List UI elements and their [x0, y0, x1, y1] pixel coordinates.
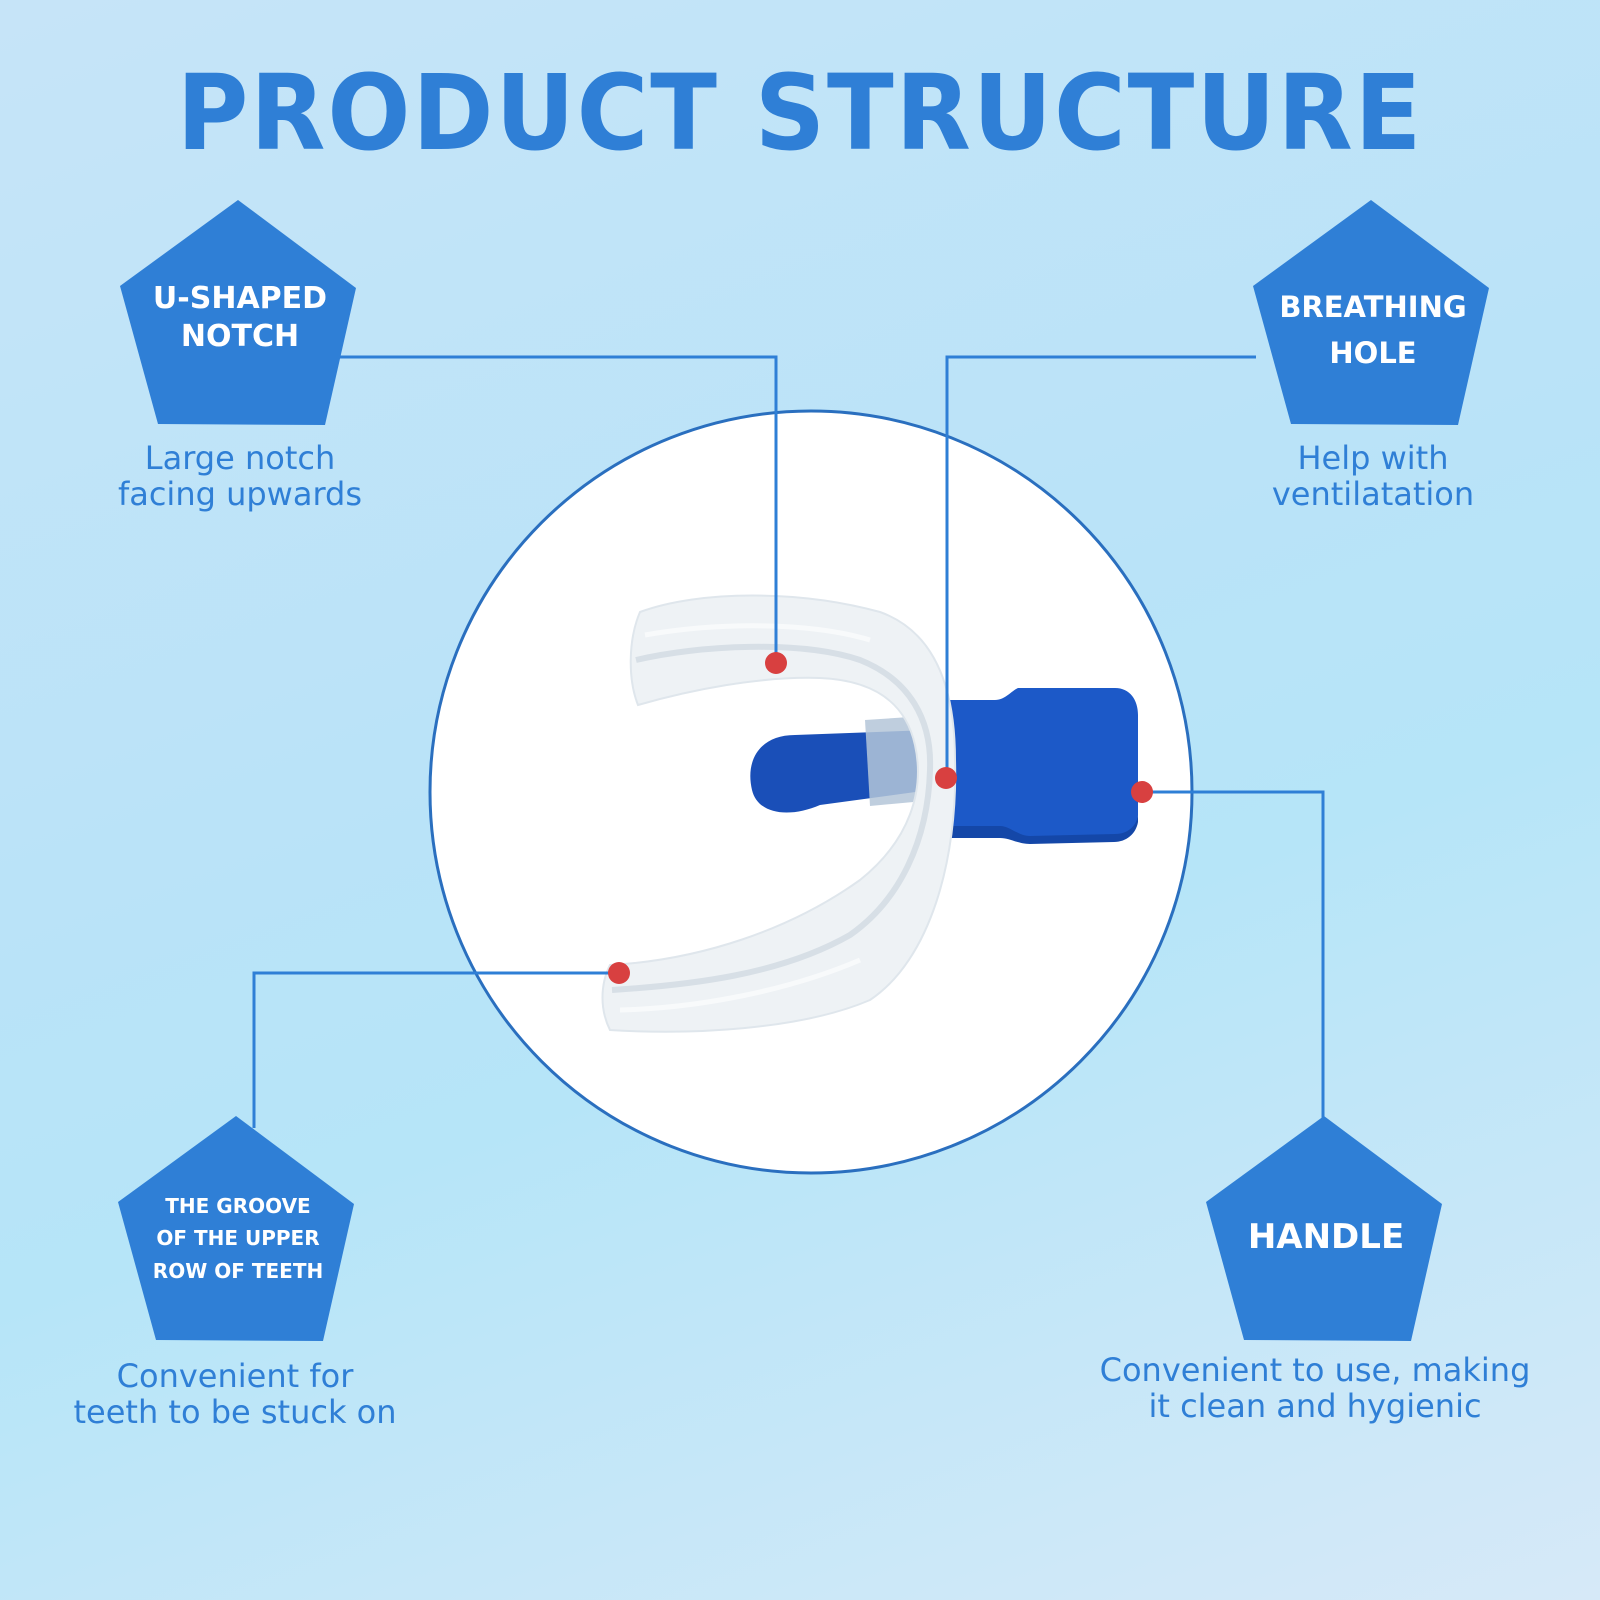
- feature-description-u-shaped-notch: Large notch facing upwards: [117, 439, 363, 513]
- connector-line-upper-teeth-groove: [252, 971, 618, 1128]
- connector-line-breathing-hole: [945, 355, 1256, 778]
- feature-description-upper-teeth-groove: Convenient for teeth to be stuck on: [73, 1357, 397, 1431]
- pentagon-icon: [1206, 1116, 1442, 1341]
- feature-title: U-SHAPED NOTCH: [152, 281, 328, 355]
- connector-line-handle: [1142, 790, 1325, 1118]
- feature-description-breathing-hole: Help with ventilatation: [1271, 439, 1475, 513]
- marker-dot-handle: [1131, 781, 1153, 803]
- feature-badge-breathing-hole: BREATHING HOLE: [1253, 200, 1493, 430]
- marker-dot-upper-teeth-groove: [608, 962, 630, 984]
- mouth-guard-image: [601, 594, 1138, 1033]
- connector-line-u-shaped-notch: [340, 355, 778, 664]
- pentagon-icon: [118, 1116, 354, 1341]
- feature-title: BREATHING HOLE: [1279, 290, 1467, 371]
- feature-title: THE GROOVE OF THE UPPER ROW OF TEETH: [152, 1194, 324, 1283]
- pentagon-icon: [120, 200, 356, 425]
- pentagon-icon: [1253, 200, 1489, 425]
- marker-dot-u-shaped-notch: [765, 652, 787, 674]
- marker-dot-breathing-hole: [935, 767, 957, 789]
- feature-description-handle: Convenient to use, making it clean and h…: [1099, 1351, 1531, 1425]
- feature-title: HANDLE: [1247, 1217, 1405, 1257]
- feature-badge-handle: HANDLE: [1206, 1116, 1446, 1346]
- feature-badge-upper-teeth-groove: THE GROOVE OF THE UPPER ROW OF TEETH: [118, 1116, 358, 1346]
- page-title: PRODUCT STRUCTURE: [176, 52, 1424, 174]
- feature-badge-u-shaped-notch: U-SHAPED NOTCH: [120, 200, 360, 430]
